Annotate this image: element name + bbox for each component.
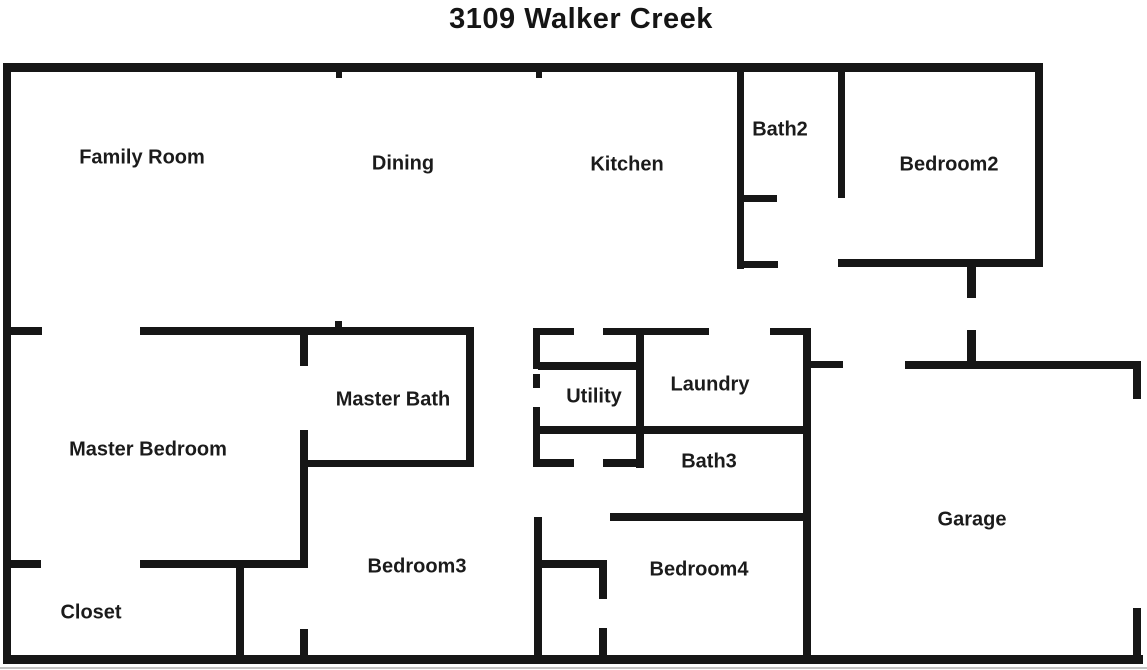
room-label-kitchen: Kitchen bbox=[590, 153, 664, 176]
wall-bedroom2-left bbox=[838, 63, 845, 198]
wall-master-bedroom-bottom bbox=[140, 560, 308, 568]
wall-exterior-bottom bbox=[3, 655, 1143, 664]
wall-garage-divider bbox=[803, 328, 811, 662]
wall-hall-top-left-stub bbox=[3, 327, 42, 335]
wall-garage-divider-stub bbox=[811, 361, 843, 368]
wall-master-bedroom-door-jamb bbox=[300, 327, 308, 366]
room-label-garage: Garage bbox=[937, 508, 1007, 531]
room-label-bath2: Bath2 bbox=[752, 118, 808, 141]
room-label-master-bedroom: Master Bedroom bbox=[69, 438, 227, 461]
wall-utility-left-dash-3 bbox=[533, 407, 540, 467]
wall-master-bedroom-bottom-stub bbox=[3, 560, 41, 568]
photo-edge-artifact bbox=[0, 667, 1147, 669]
room-label-closet: Closet bbox=[60, 601, 122, 624]
wall-bath2-door-stub bbox=[744, 195, 777, 202]
wall-exterior-left bbox=[3, 63, 11, 663]
wall-bedroom4-closet-upper bbox=[599, 560, 607, 599]
wall-closet-divider bbox=[236, 560, 244, 661]
wall-bath2-bottom-stub bbox=[737, 261, 778, 268]
wall-hall-top-dash-2 bbox=[603, 328, 709, 335]
wall-master-bedroom-right bbox=[300, 430, 308, 567]
wall-utility-left-dash-2 bbox=[533, 374, 540, 388]
wall-breezeway-connector-lower bbox=[967, 330, 976, 365]
room-label-bedroom3: Bedroom3 bbox=[367, 555, 467, 578]
wall-hall-closet-dash-2 bbox=[603, 459, 641, 467]
room-label-laundry: Laundry bbox=[670, 373, 750, 396]
wall-master-bath-bottom bbox=[300, 460, 474, 467]
wall-bedroom2-bottom bbox=[838, 259, 1043, 267]
wall-top-wall-tick-2 bbox=[536, 72, 542, 78]
wall-exterior-top bbox=[3, 63, 1043, 72]
room-label-utility: Utility bbox=[566, 385, 622, 408]
wall-bedroom2-right bbox=[1035, 63, 1043, 267]
wall-top-wall-tick-1 bbox=[336, 72, 342, 78]
wall-bath2-left bbox=[737, 63, 744, 269]
plan-title: 3109 Walker Creek bbox=[449, 3, 713, 35]
wall-laundry-left bbox=[636, 328, 644, 468]
wall-bedroom3-left-stub bbox=[300, 629, 308, 661]
wall-garage-right-upper bbox=[1133, 361, 1141, 399]
wall-hall-top-tick bbox=[335, 321, 342, 327]
room-label-dining: Dining bbox=[371, 152, 435, 175]
wall-master-bath-right bbox=[466, 327, 474, 467]
wall-utility-top bbox=[538, 362, 640, 370]
room-label-bedroom2: Bedroom2 bbox=[899, 153, 999, 176]
wall-hall-closet-dash-1 bbox=[533, 459, 574, 467]
wall-bath3-bottom bbox=[610, 513, 808, 521]
wall-hall-bottom bbox=[533, 426, 811, 434]
wall-bedroom4-closet-top bbox=[538, 560, 606, 568]
wall-hall-top-dash-1 bbox=[533, 328, 574, 335]
wall-garage-right-lower bbox=[1133, 608, 1141, 663]
room-label-bedroom4: Bedroom4 bbox=[649, 558, 749, 581]
wall-bedroom4-closet-lower bbox=[599, 628, 607, 661]
wall-utility-left-dash-1 bbox=[533, 328, 540, 369]
wall-garage-top bbox=[905, 361, 1141, 369]
wall-hall-top-dash-3 bbox=[770, 328, 811, 335]
wall-breezeway-connector-upper bbox=[967, 267, 976, 298]
room-label-bath3: Bath3 bbox=[681, 450, 737, 473]
wall-bedroom3-right bbox=[534, 517, 542, 661]
room-label-family-room: Family Room bbox=[79, 146, 205, 169]
room-label-master-bath: Master Bath bbox=[335, 388, 451, 411]
